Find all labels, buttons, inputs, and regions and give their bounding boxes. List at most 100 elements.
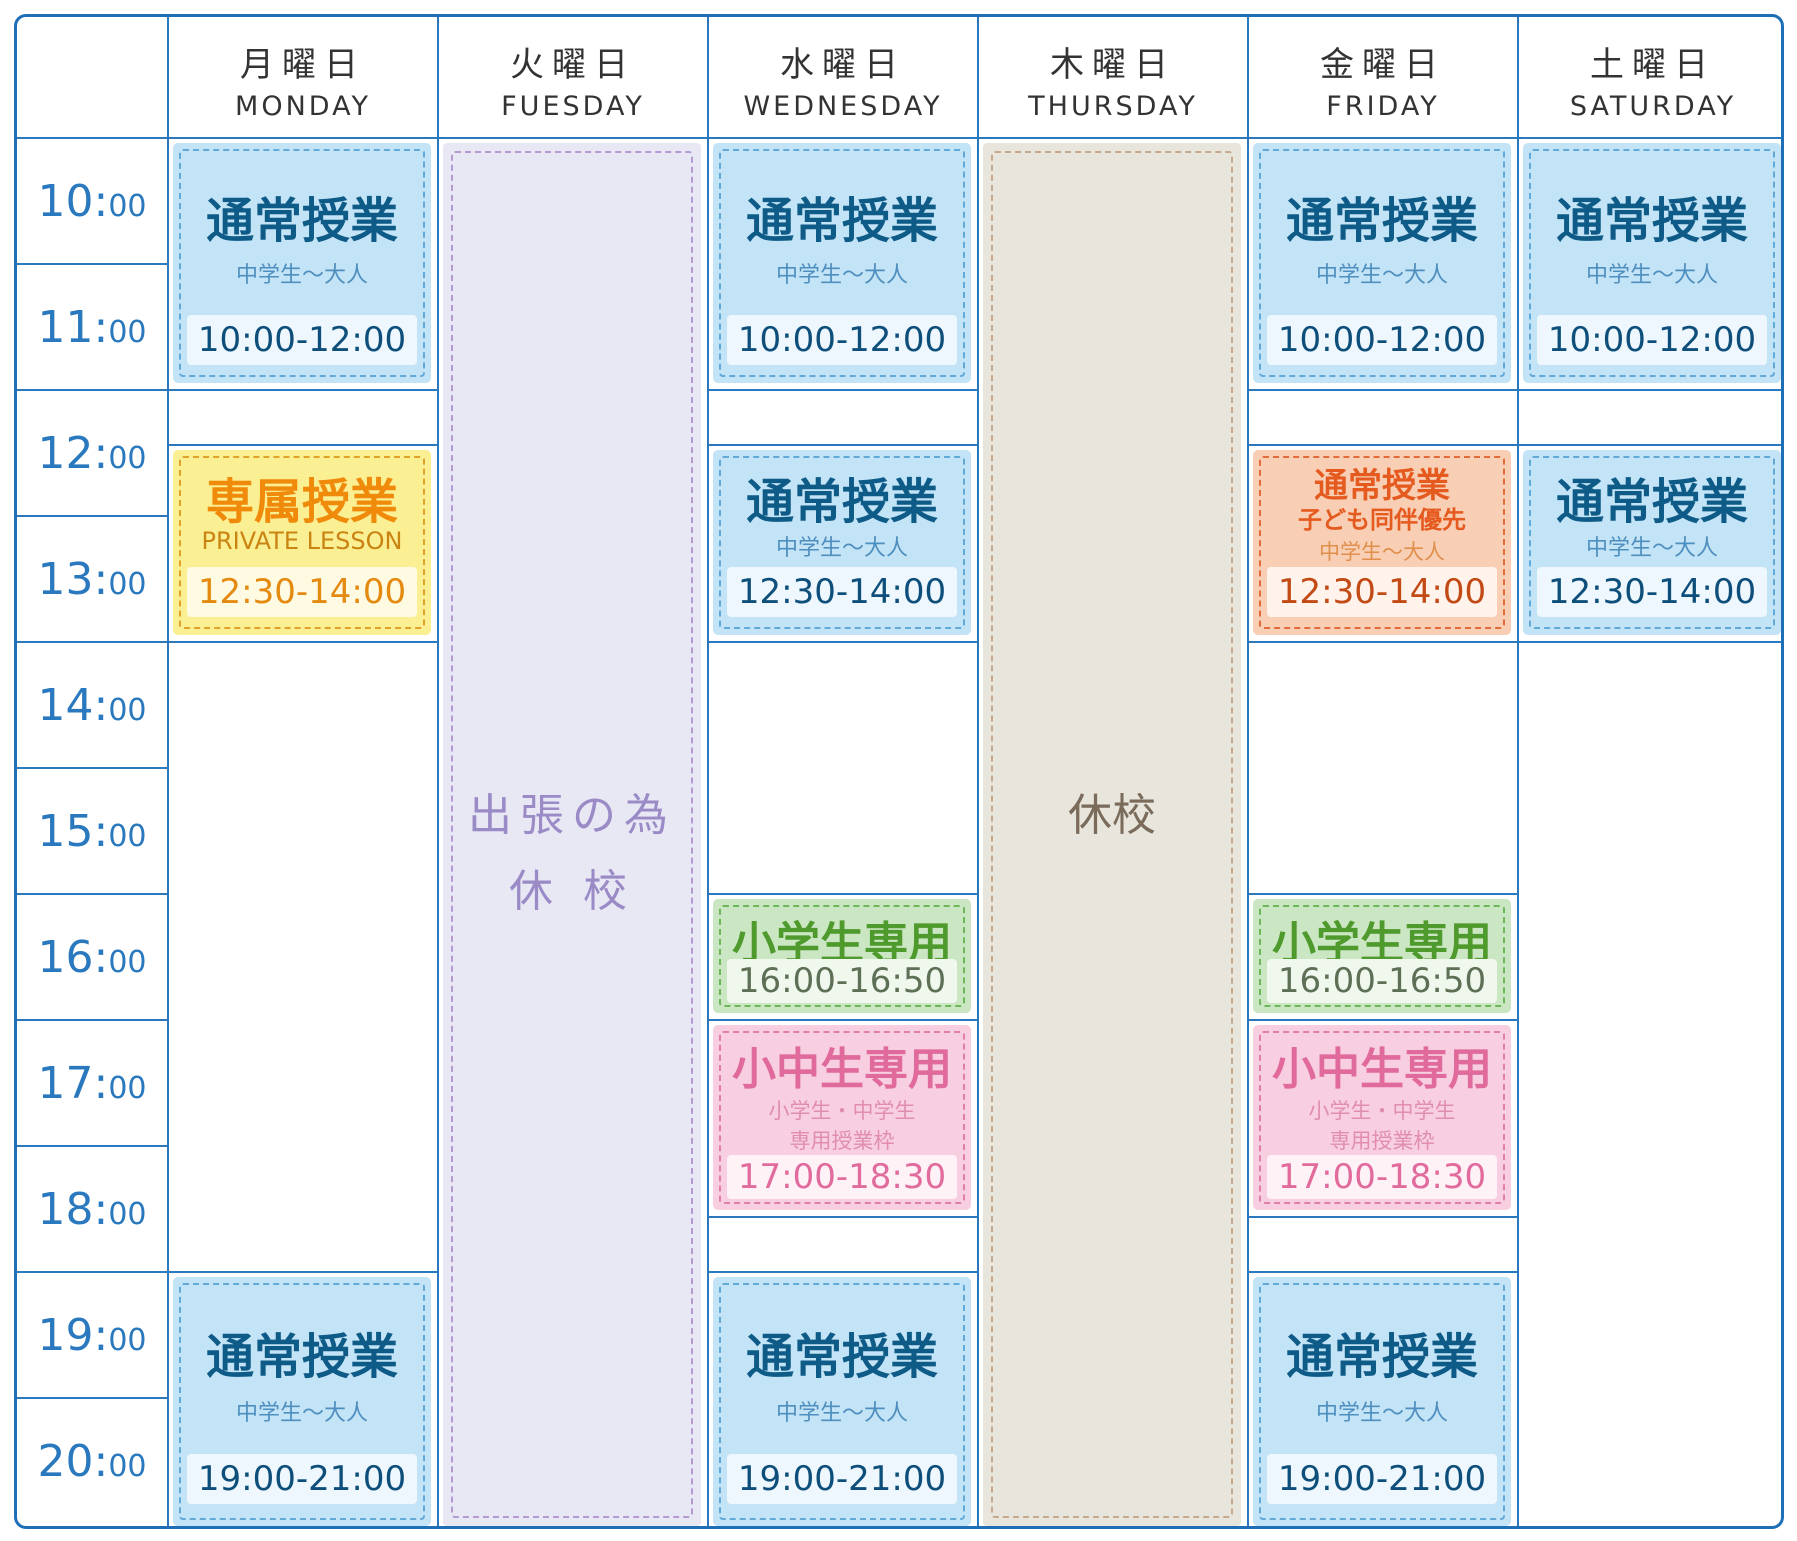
time-label-20: 20:00 xyxy=(17,1440,167,1485)
slot-divider xyxy=(707,893,977,895)
slot-divider xyxy=(707,1019,977,1021)
slot-divider xyxy=(707,1271,977,1273)
dashed-frame xyxy=(1529,149,1775,377)
class-block-regular[interactable]: 通常授業 中学生〜大人 19:00-21:00 xyxy=(713,1277,971,1526)
dashed-frame xyxy=(719,456,965,629)
class-title: 通常授業 xyxy=(205,1329,398,1385)
slot-divider xyxy=(1247,444,1517,446)
hour: 18: xyxy=(37,1184,109,1235)
class-target: 中学生〜大人 xyxy=(775,536,908,561)
class-time: 17:00-18:30 xyxy=(727,1155,957,1199)
class-block-elementary[interactable]: 小学生専用 16:00-16:50 xyxy=(1253,899,1511,1013)
dashed-frame xyxy=(179,149,425,377)
slot-divider xyxy=(167,1271,437,1273)
time-label-19: 19:00 xyxy=(17,1314,167,1359)
class-title: 通常授業 xyxy=(745,1329,938,1385)
day-header-wednesday: 水曜日 WEDNESDAY xyxy=(709,17,977,139)
column-divider xyxy=(1517,17,1519,1526)
class-time: 12:30-14:00 xyxy=(1267,567,1497,617)
hour: 15: xyxy=(37,806,109,857)
dashed-frame xyxy=(179,456,425,629)
slot-divider xyxy=(1247,1216,1517,1218)
hour: 20: xyxy=(37,1436,109,1487)
time-label-15: 15:00 xyxy=(17,810,167,855)
class-title: 通常授業 xyxy=(1285,1329,1478,1385)
dashed-frame xyxy=(1259,1031,1505,1204)
dashed-frame xyxy=(1259,905,1505,1007)
class-target: 中学生〜大人 xyxy=(235,263,368,288)
column-divider xyxy=(707,17,709,1526)
dashed-frame xyxy=(991,151,1233,1518)
class-title: 通常授業 xyxy=(1555,474,1748,530)
class-block-regular[interactable]: 通常授業 中学生〜大人 10:00-12:00 xyxy=(1523,143,1781,383)
class-time: 10:00-12:00 xyxy=(1537,315,1767,365)
hour-divider xyxy=(17,641,167,643)
minutes: 00 xyxy=(108,819,147,854)
class-block-elem-junior[interactable]: 小中生専用 小学生・中学生 専用授業枠 17:00-18:30 xyxy=(1253,1025,1511,1210)
time-label-17: 17:00 xyxy=(17,1062,167,1107)
slot-divider xyxy=(167,641,437,643)
class-title: 通常授業 xyxy=(745,193,938,249)
class-title: 専属授業 xyxy=(205,474,398,530)
day-name-jp: 月曜日 xyxy=(240,45,366,85)
time-label-12: 12:00 xyxy=(17,432,167,477)
hour-divider xyxy=(17,1019,167,1021)
hour-divider xyxy=(17,767,167,769)
class-block-regular[interactable]: 通常授業 中学生〜大人 19:00-21:00 xyxy=(1253,1277,1511,1526)
minutes: 00 xyxy=(108,1449,147,1484)
class-block-elementary[interactable]: 小学生専用 16:00-16:50 xyxy=(713,899,971,1013)
class-block-regular[interactable]: 通常授業 中学生〜大人 12:30-14:00 xyxy=(1523,450,1781,635)
closed-block-holiday: 休校 xyxy=(983,143,1241,1526)
class-block-regular[interactable]: 通常授業 中学生〜大人 10:00-12:00 xyxy=(1253,143,1511,383)
class-time: 19:00-21:00 xyxy=(1267,1454,1497,1504)
day-header-tuesday: 火曜日 FUESDAY xyxy=(439,17,707,139)
slot-divider xyxy=(707,444,977,446)
class-target: 中学生〜大人 xyxy=(1585,536,1718,561)
hour-divider xyxy=(17,515,167,517)
class-target: 中学生〜大人 xyxy=(775,263,908,288)
slot-divider xyxy=(1517,444,1781,446)
hour: 17: xyxy=(37,1058,109,1109)
dashed-frame xyxy=(719,1283,965,1520)
slot-divider xyxy=(1247,641,1517,643)
dashed-frame xyxy=(1259,456,1505,629)
day-name-en: SATURDAY xyxy=(1569,91,1737,122)
class-block-private[interactable]: 専属授業 PRIVATE LESSON 12:30-14:00 xyxy=(173,450,431,635)
day-name-en: MONDAY xyxy=(235,91,371,122)
class-time: 17:00-18:30 xyxy=(1267,1155,1497,1199)
weekly-timetable: 月曜日 MONDAY 火曜日 FUESDAY 水曜日 WEDNESDAY 木曜日… xyxy=(14,14,1784,1529)
class-block-elem-junior[interactable]: 小中生専用 小学生・中学生 専用授業枠 17:00-18:30 xyxy=(713,1025,971,1210)
class-block-regular[interactable]: 通常授業 中学生〜大人 12:30-14:00 xyxy=(713,450,971,635)
slot-divider xyxy=(707,1216,977,1218)
class-title: 通常授業 xyxy=(1555,193,1748,249)
dashed-frame xyxy=(719,149,965,377)
day-name-jp: 木曜日 xyxy=(1050,45,1176,85)
day-name-jp: 火曜日 xyxy=(510,45,636,85)
time-label-18: 18:00 xyxy=(17,1188,167,1233)
day-header-monday: 月曜日 MONDAY xyxy=(169,17,437,139)
day-header-saturday: 土曜日 SATURDAY xyxy=(1519,17,1781,139)
column-divider xyxy=(167,17,169,1526)
time-label-11: 11:00 xyxy=(17,306,167,351)
class-block-child-priority[interactable]: 通常授業 子ども同伴優先 中学生〜大人 12:30-14:00 xyxy=(1253,450,1511,635)
hour-divider xyxy=(17,263,167,265)
dashed-frame xyxy=(451,151,693,1518)
hour: 12: xyxy=(37,428,109,479)
class-title: 通常授業 xyxy=(205,193,398,249)
day-name-en: WEDNESDAY xyxy=(743,91,943,122)
column-divider xyxy=(437,17,439,1526)
class-block-regular[interactable]: 通常授業 中学生〜大人 10:00-12:00 xyxy=(173,143,431,383)
dashed-frame xyxy=(1529,456,1775,629)
hour-divider xyxy=(17,1145,167,1147)
minutes: 00 xyxy=(108,315,147,350)
class-block-regular[interactable]: 通常授業 中学生〜大人 10:00-12:00 xyxy=(713,143,971,383)
header-divider xyxy=(17,137,1781,139)
column-divider xyxy=(1247,17,1249,1526)
time-label-10: 10:00 xyxy=(17,180,167,225)
class-block-regular[interactable]: 通常授業 中学生〜大人 19:00-21:00 xyxy=(173,1277,431,1526)
dashed-frame xyxy=(1259,149,1505,377)
day-header-thursday: 木曜日 THURSDAY xyxy=(979,17,1247,139)
closed-block-business-trip: 出張の為 休 校 xyxy=(443,143,701,1526)
class-target: 中学生〜大人 xyxy=(1315,1401,1448,1426)
slot-divider xyxy=(1247,389,1517,391)
